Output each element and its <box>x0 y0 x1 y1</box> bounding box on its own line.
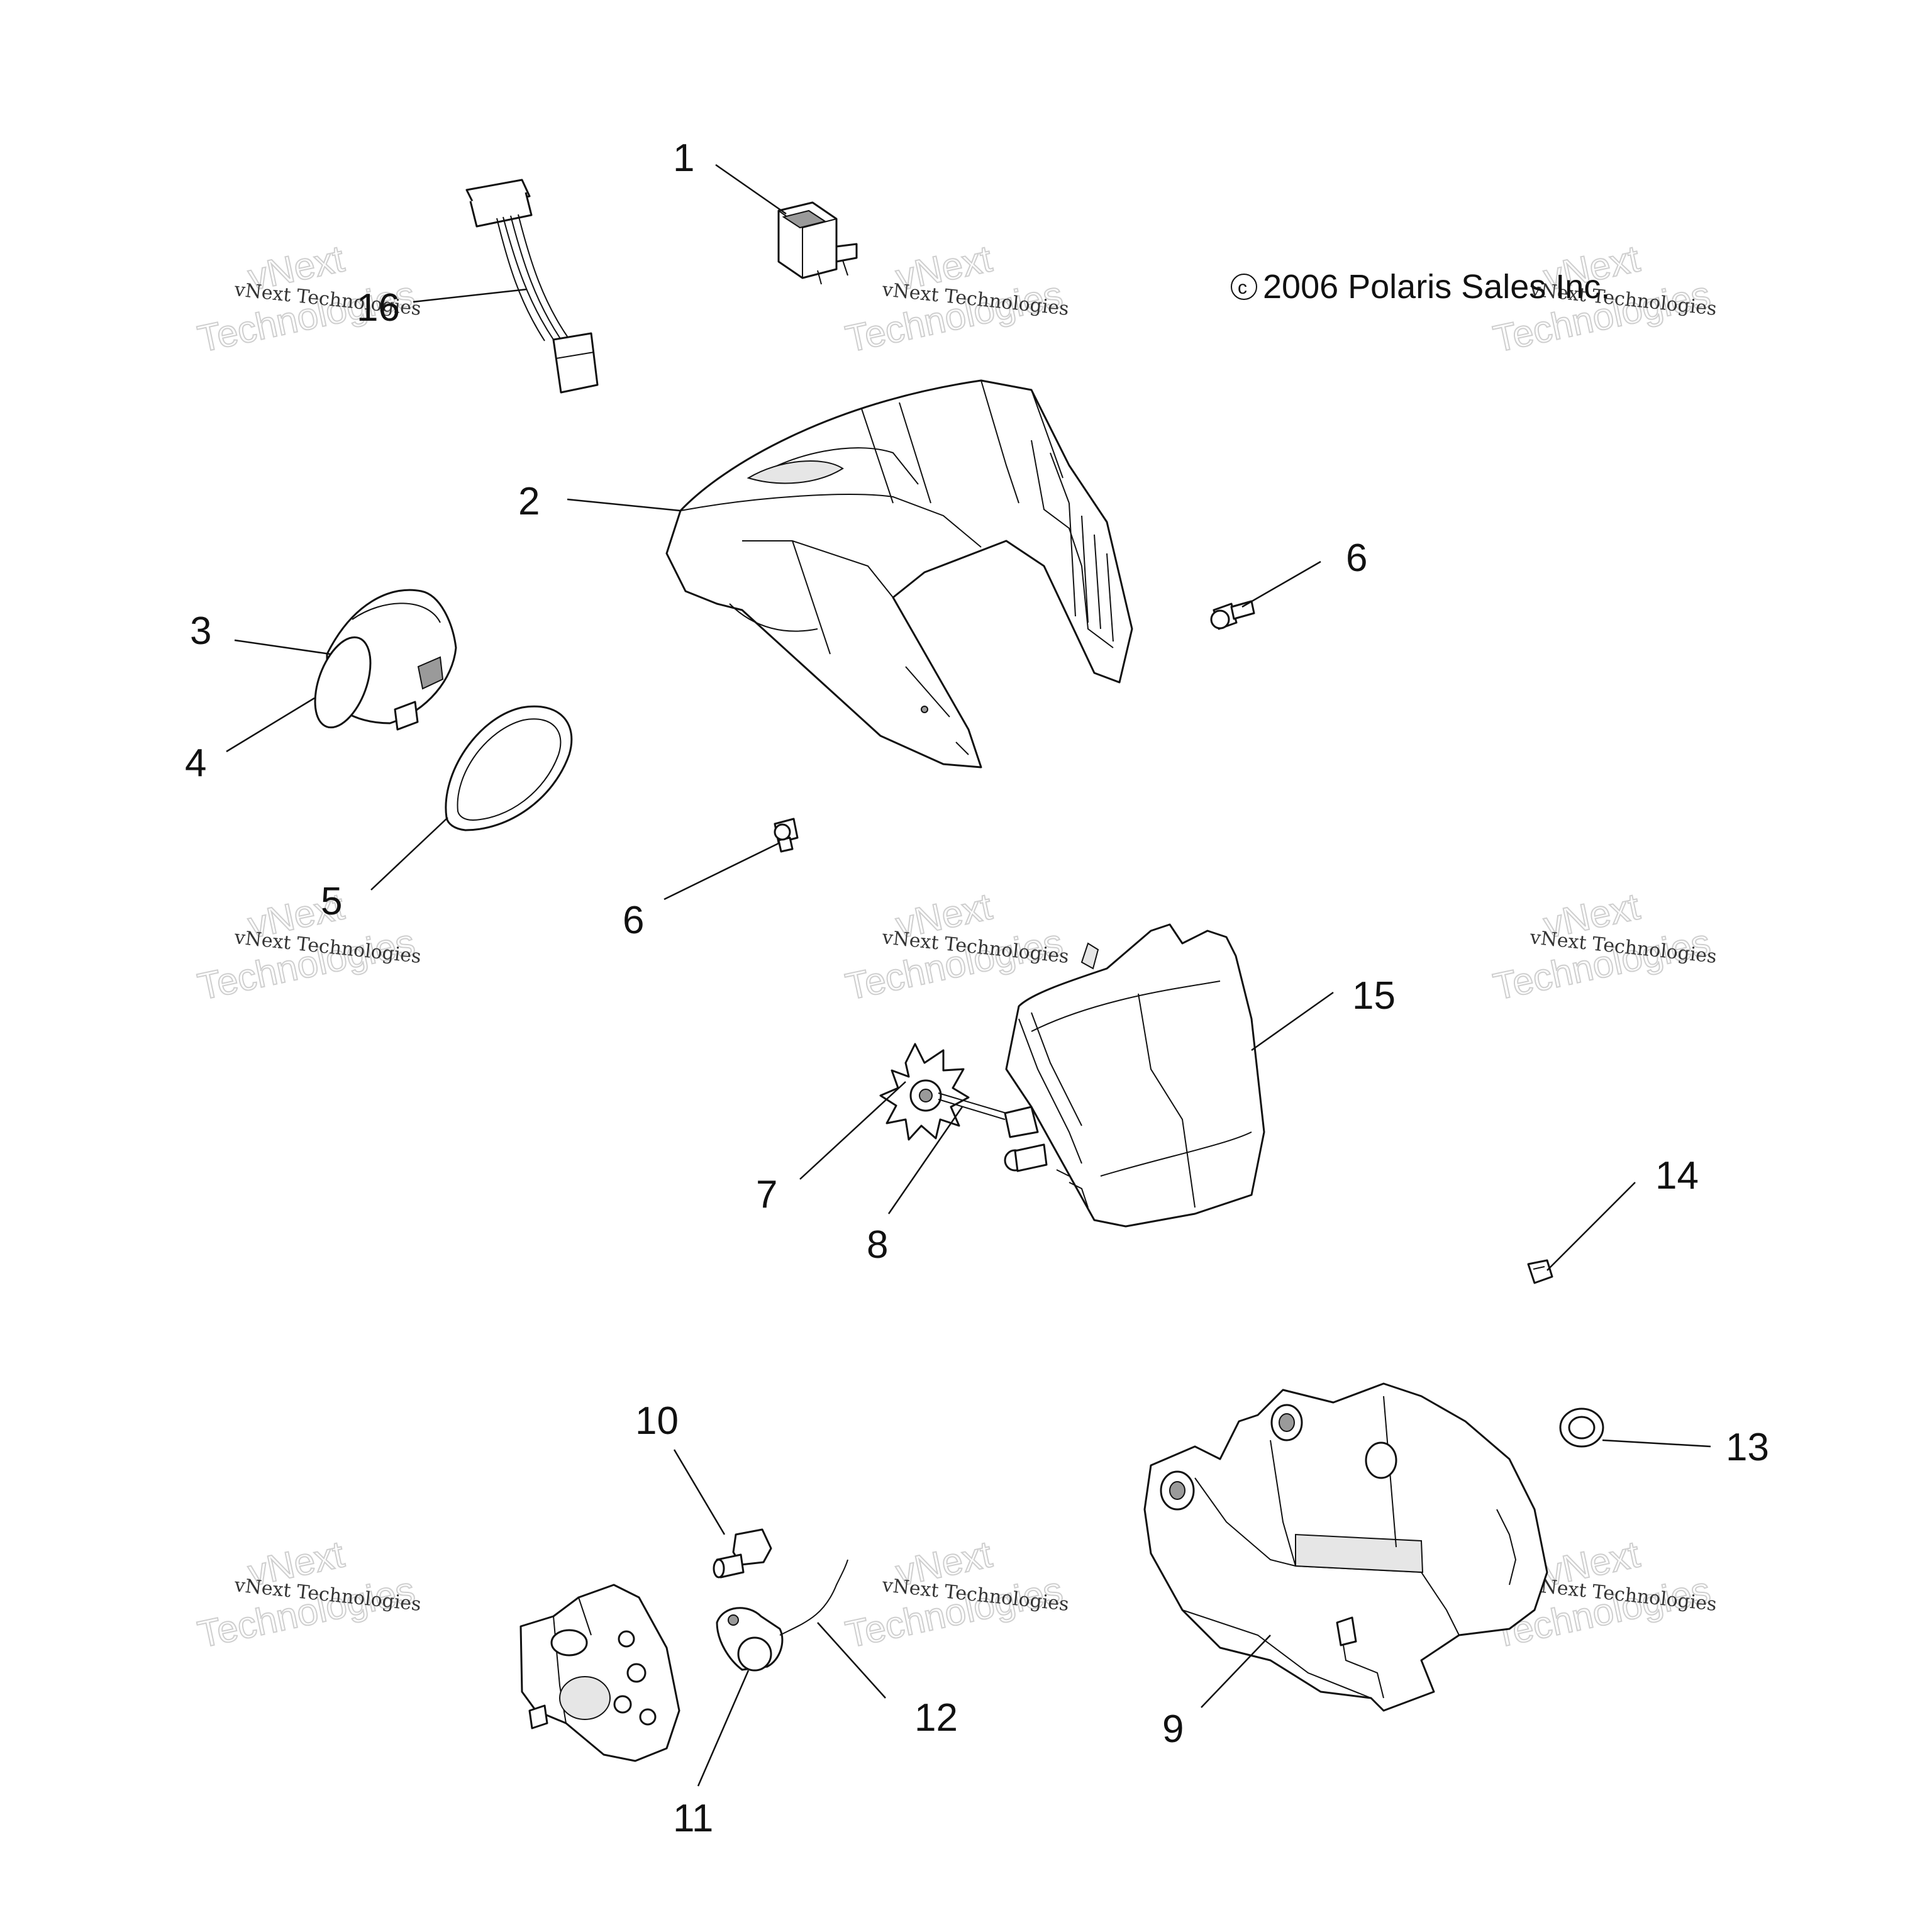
callout-6-upper: 6 <box>1346 536 1367 580</box>
callout-4: 4 <box>185 741 206 785</box>
part-13-grommet <box>1559 1407 1604 1448</box>
watermark-bottom-left: vNext Technologies vNext Technologies <box>194 1532 422 1656</box>
watermark-mid-center: vNext Technologies vNext Technologies <box>841 884 1070 1008</box>
part-6-screw-lower <box>774 818 799 853</box>
part-12-sensor-wire <box>779 1559 848 1636</box>
copyright-symbol: c <box>1238 277 1247 298</box>
part-3-4-gauge <box>314 589 457 731</box>
callout-12: 12 <box>914 1696 958 1740</box>
part-14-clip <box>1527 1259 1553 1284</box>
part-11-sensor <box>716 1607 784 1672</box>
part-16-wire-harness <box>465 179 599 394</box>
part-5-bezel-ring <box>445 705 573 831</box>
callout-15: 15 <box>1352 974 1396 1018</box>
callout-1: 1 <box>673 136 694 180</box>
part-10-bolt <box>713 1528 772 1579</box>
callout-labels: 1 2 3 4 5 6 6 7 8 9 10 11 12 13 14 15 16 <box>185 136 1769 1840</box>
callout-2: 2 <box>518 480 540 523</box>
callout-8: 8 <box>867 1223 888 1267</box>
callout-5: 5 <box>321 880 342 923</box>
part-9-lower-housing <box>1143 1382 1548 1712</box>
part-1-switch <box>777 201 858 285</box>
part-7-adjuster-gear <box>879 1043 970 1141</box>
callout-9: 9 <box>1162 1707 1184 1751</box>
part-2-hood-cover <box>665 379 1133 769</box>
callout-11: 11 <box>673 1797 713 1840</box>
callout-3: 3 <box>190 609 211 653</box>
part-throttle-housing <box>519 1584 680 1762</box>
part-15-headlight <box>1005 923 1265 1228</box>
copyright-text: 2006 Polaris Sales Inc. <box>1263 268 1610 306</box>
callout-14: 14 <box>1655 1154 1699 1197</box>
watermark-bottom-center: vNext Technologies vNext Technologies <box>841 1532 1070 1656</box>
copyright-circle-icon <box>1231 274 1257 300</box>
callout-7: 7 <box>756 1173 777 1216</box>
watermark-top-center: vNext Technologies vNext Technologies <box>841 236 1070 360</box>
part-8-adjuster-rod <box>938 1092 1048 1172</box>
watermark-mid-right: vNext Technologies vNext Technologies <box>1489 884 1718 1008</box>
callout-16: 16 <box>357 286 400 330</box>
copyright-notice: c 2006 Polaris Sales Inc. <box>1231 268 1610 306</box>
callout-6-lower: 6 <box>623 899 644 942</box>
callout-10: 10 <box>635 1399 679 1443</box>
watermark-mid-left: vNext Technologies vNext Technologies <box>194 884 422 1008</box>
part-6-screw-upper <box>1210 600 1255 630</box>
leader-lines <box>226 164 1711 1787</box>
callout-13: 13 <box>1726 1426 1769 1469</box>
